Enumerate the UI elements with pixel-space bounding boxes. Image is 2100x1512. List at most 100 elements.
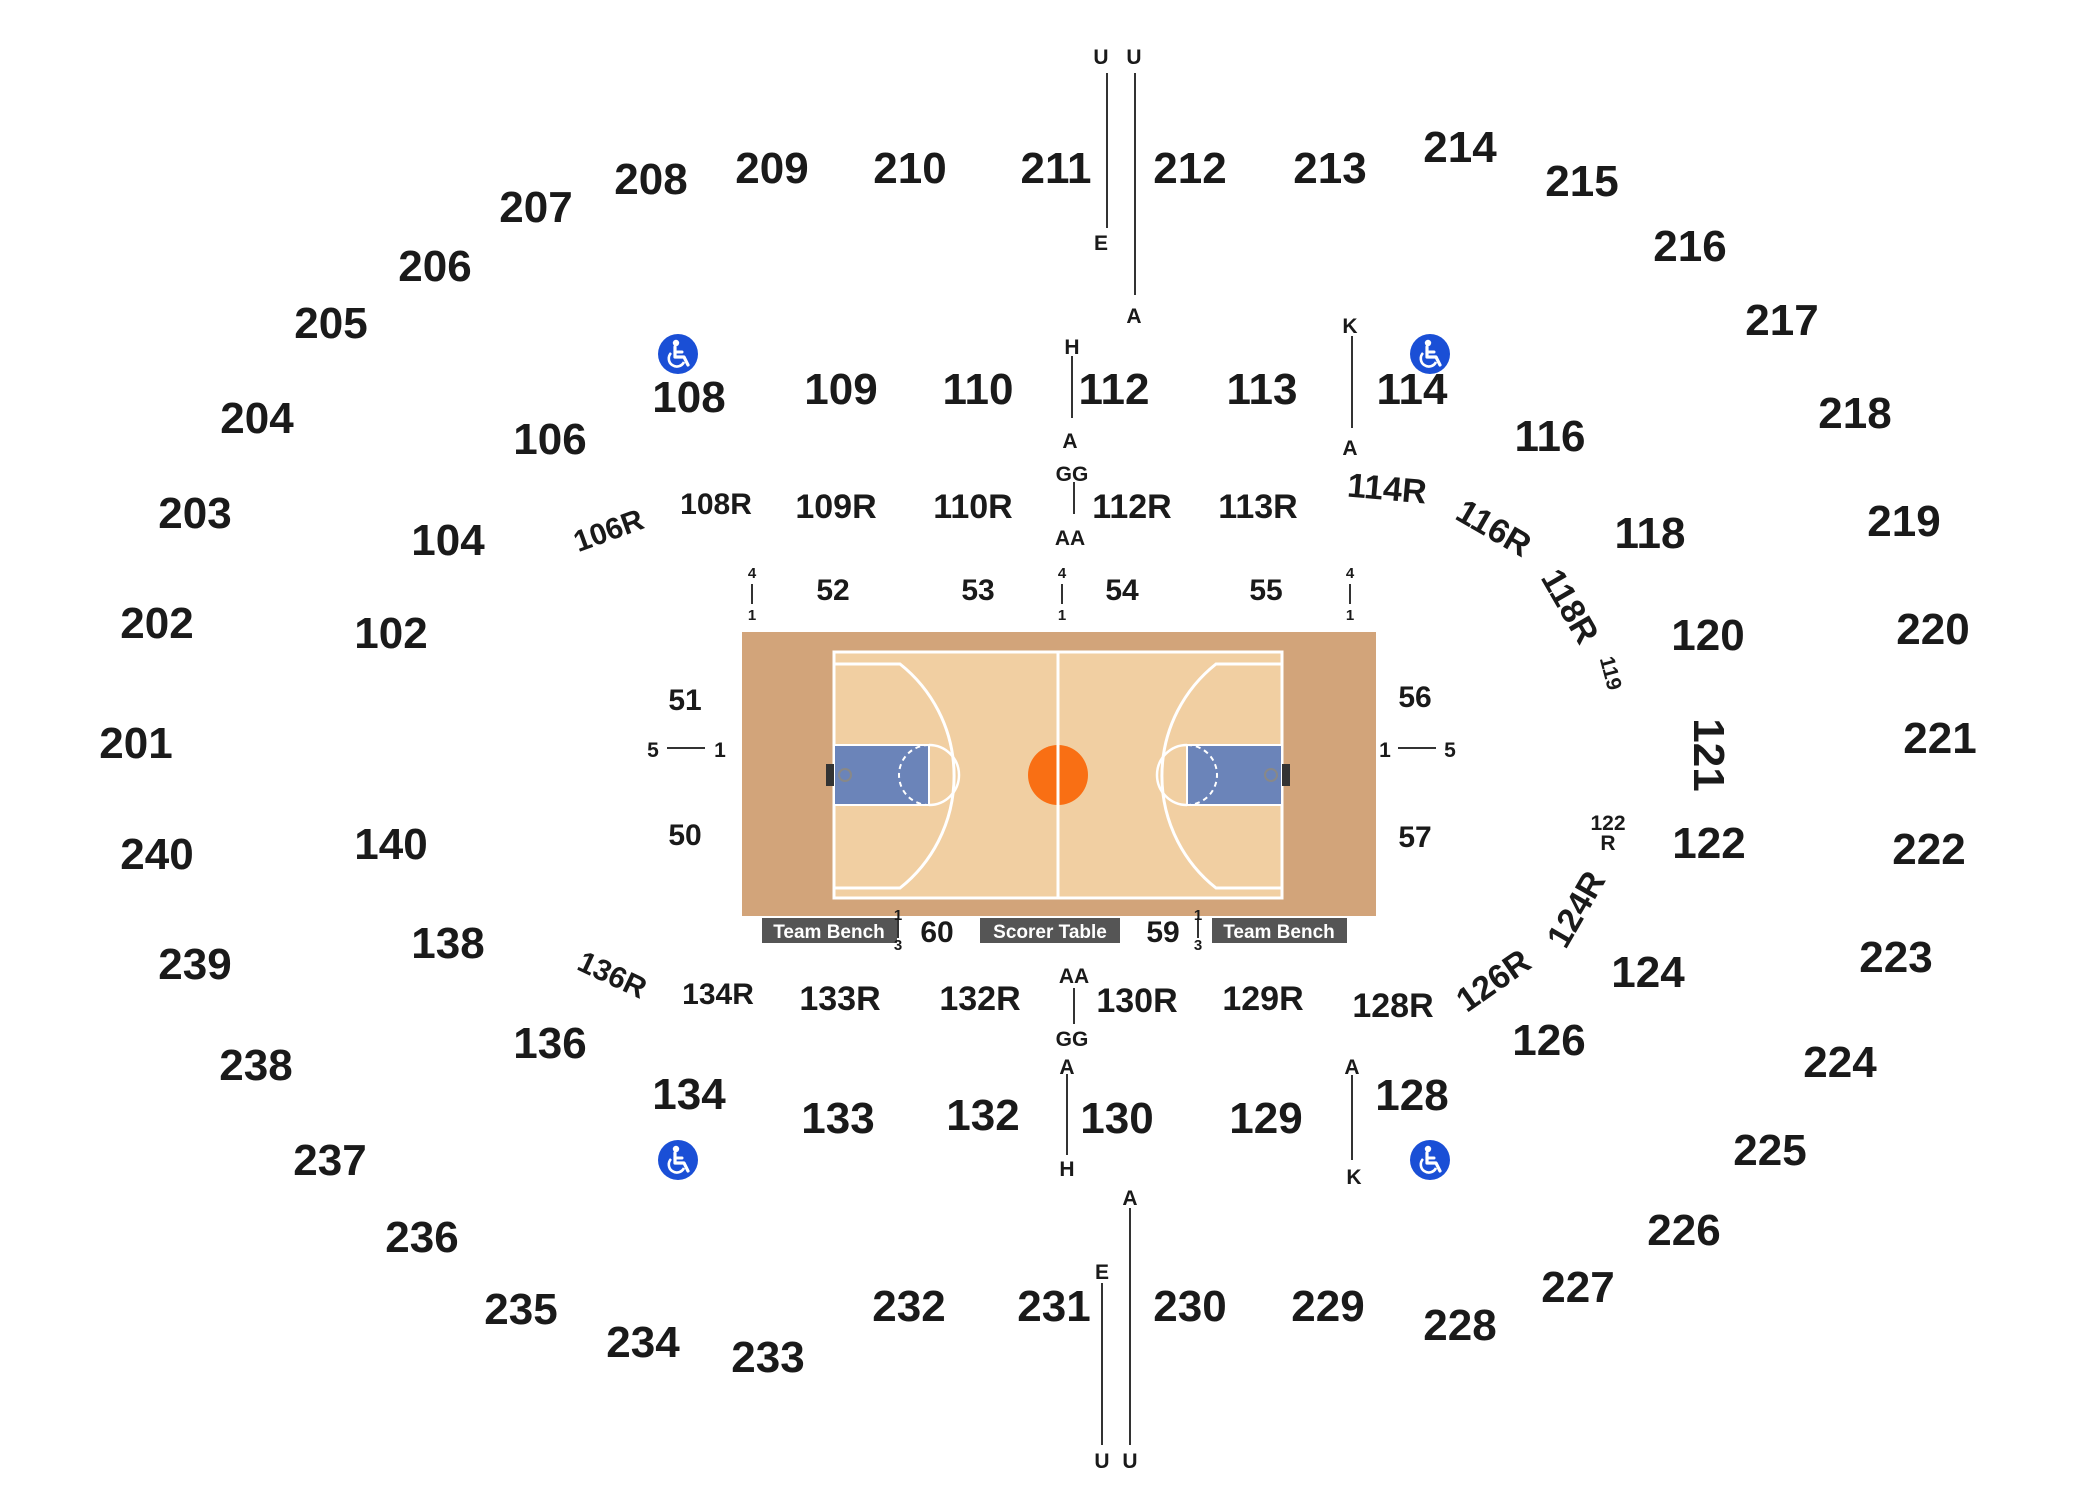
section-124[interactable]: 124 [1611, 948, 1685, 997]
section-134[interactable]: 134 [652, 1070, 726, 1119]
section-239[interactable]: 239 [158, 940, 231, 989]
section-110[interactable]: 110 [943, 365, 1014, 414]
section-210[interactable]: 210 [873, 144, 946, 193]
section-114[interactable]: 114 [1377, 365, 1449, 414]
section-216[interactable]: 216 [1653, 222, 1726, 271]
section-134R[interactable]: 134R [682, 978, 754, 1011]
section-218[interactable]: 218 [1818, 389, 1891, 438]
section-235[interactable]: 235 [484, 1285, 557, 1334]
section-130R[interactable]: 130R [1096, 982, 1177, 1020]
section-110R[interactable]: 110R [933, 488, 1012, 526]
section-217[interactable]: 217 [1745, 296, 1818, 345]
section-113[interactable]: 113 [1227, 365, 1298, 414]
section-112R[interactable]: 112R [1092, 488, 1171, 526]
section-108R[interactable]: 108R [680, 488, 752, 521]
section-132R[interactable]: 132R [939, 980, 1020, 1018]
section-234[interactable]: 234 [606, 1318, 680, 1367]
section-109[interactable]: 109 [804, 365, 877, 414]
section-133R[interactable]: 133R [799, 980, 880, 1018]
wheelchair-icon[interactable] [1410, 1140, 1450, 1180]
section-208[interactable]: 208 [614, 155, 687, 204]
section-122R-letter[interactable]: R [1600, 832, 1615, 855]
section-53[interactable]: 53 [961, 574, 994, 607]
wheelchair-icon[interactable] [658, 334, 698, 374]
section-124R[interactable]: 124R [1540, 865, 1614, 954]
section-128[interactable]: 128 [1375, 1071, 1448, 1120]
section-112[interactable]: 112 [1079, 365, 1150, 414]
section-211[interactable]: 211 [1021, 144, 1092, 193]
section-207[interactable]: 207 [499, 183, 572, 232]
section-126R[interactable]: 126R [1450, 942, 1538, 1020]
bench-right[interactable] [1212, 918, 1347, 943]
section-136[interactable]: 136 [513, 1019, 586, 1068]
section-136R[interactable]: 136R [573, 945, 652, 1005]
section-128R[interactable]: 128R [1352, 987, 1433, 1025]
wheelchair-icon[interactable] [658, 1140, 698, 1180]
section-129R[interactable]: 129R [1222, 980, 1303, 1018]
section-238[interactable]: 238 [219, 1041, 292, 1090]
section-237[interactable]: 237 [293, 1136, 366, 1185]
section-102[interactable]: 102 [354, 609, 427, 658]
section-116[interactable]: 116 [1515, 412, 1586, 461]
section-140[interactable]: 140 [354, 820, 427, 869]
section-116R[interactable]: 116R [1450, 492, 1538, 565]
section-215[interactable]: 215 [1545, 157, 1618, 206]
section-206[interactable]: 206 [398, 242, 471, 291]
section-226[interactable]: 226 [1647, 1206, 1720, 1255]
section-121[interactable]: 121 [1684, 718, 1733, 791]
section-233[interactable]: 233 [731, 1333, 804, 1382]
section-224[interactable]: 224 [1803, 1038, 1877, 1087]
section-201[interactable]: 201 [99, 719, 172, 768]
section-106R[interactable]: 106R [569, 503, 648, 559]
section-228[interactable]: 228 [1423, 1301, 1496, 1350]
section-126[interactable]: 126 [1512, 1016, 1585, 1065]
section-104[interactable]: 104 [411, 516, 485, 565]
section-204[interactable]: 204 [220, 394, 294, 443]
section-129[interactable]: 129 [1229, 1094, 1302, 1143]
scorer-table[interactable] [980, 918, 1120, 943]
section-236[interactable]: 236 [385, 1213, 458, 1262]
section-231[interactable]: 231 [1017, 1282, 1090, 1331]
section-130[interactable]: 130 [1080, 1094, 1153, 1143]
section-138[interactable]: 138 [411, 919, 484, 968]
section-60[interactable]: 60 [920, 916, 953, 949]
section-230[interactable]: 230 [1153, 1282, 1226, 1331]
section-222[interactable]: 222 [1892, 825, 1965, 874]
section-240[interactable]: 240 [120, 830, 193, 879]
section-219[interactable]: 219 [1867, 497, 1940, 546]
section-203[interactable]: 203 [158, 489, 231, 538]
section-118[interactable]: 118 [1615, 509, 1686, 558]
section-232[interactable]: 232 [872, 1282, 945, 1331]
section-212[interactable]: 212 [1153, 144, 1226, 193]
section-55[interactable]: 55 [1249, 574, 1282, 607]
bench-left[interactable] [762, 918, 897, 943]
wheelchair-icon[interactable] [1410, 334, 1450, 374]
section-118R[interactable]: 118R [1533, 563, 1606, 651]
section-113R[interactable]: 113R [1218, 488, 1297, 526]
section-223[interactable]: 223 [1859, 933, 1932, 982]
section-133[interactable]: 133 [801, 1094, 874, 1143]
section-213[interactable]: 213 [1293, 144, 1366, 193]
section-229[interactable]: 229 [1291, 1282, 1364, 1331]
section-109R[interactable]: 109R [795, 488, 876, 526]
section-54[interactable]: 54 [1105, 574, 1139, 607]
section-120[interactable]: 120 [1671, 611, 1744, 660]
section-202[interactable]: 202 [120, 599, 193, 648]
section-225[interactable]: 225 [1733, 1126, 1806, 1175]
section-106[interactable]: 106 [513, 415, 586, 464]
section-57[interactable]: 57 [1398, 821, 1431, 854]
section-114R[interactable]: 114R [1346, 467, 1428, 512]
section-205[interactable]: 205 [294, 299, 367, 348]
section-50[interactable]: 50 [668, 819, 701, 852]
section-209[interactable]: 209 [735, 144, 808, 193]
section-122[interactable]: 122 [1672, 819, 1745, 868]
section-122R-number[interactable]: 122 [1590, 812, 1625, 835]
section-221[interactable]: 221 [1903, 714, 1976, 763]
section-214[interactable]: 214 [1423, 123, 1497, 172]
section-132[interactable]: 132 [946, 1091, 1019, 1140]
section-108[interactable]: 108 [652, 373, 725, 422]
section-51[interactable]: 51 [668, 684, 701, 717]
section-56[interactable]: 56 [1398, 681, 1431, 714]
section-119[interactable]: 119 [1595, 654, 1626, 693]
section-59[interactable]: 59 [1146, 916, 1179, 949]
